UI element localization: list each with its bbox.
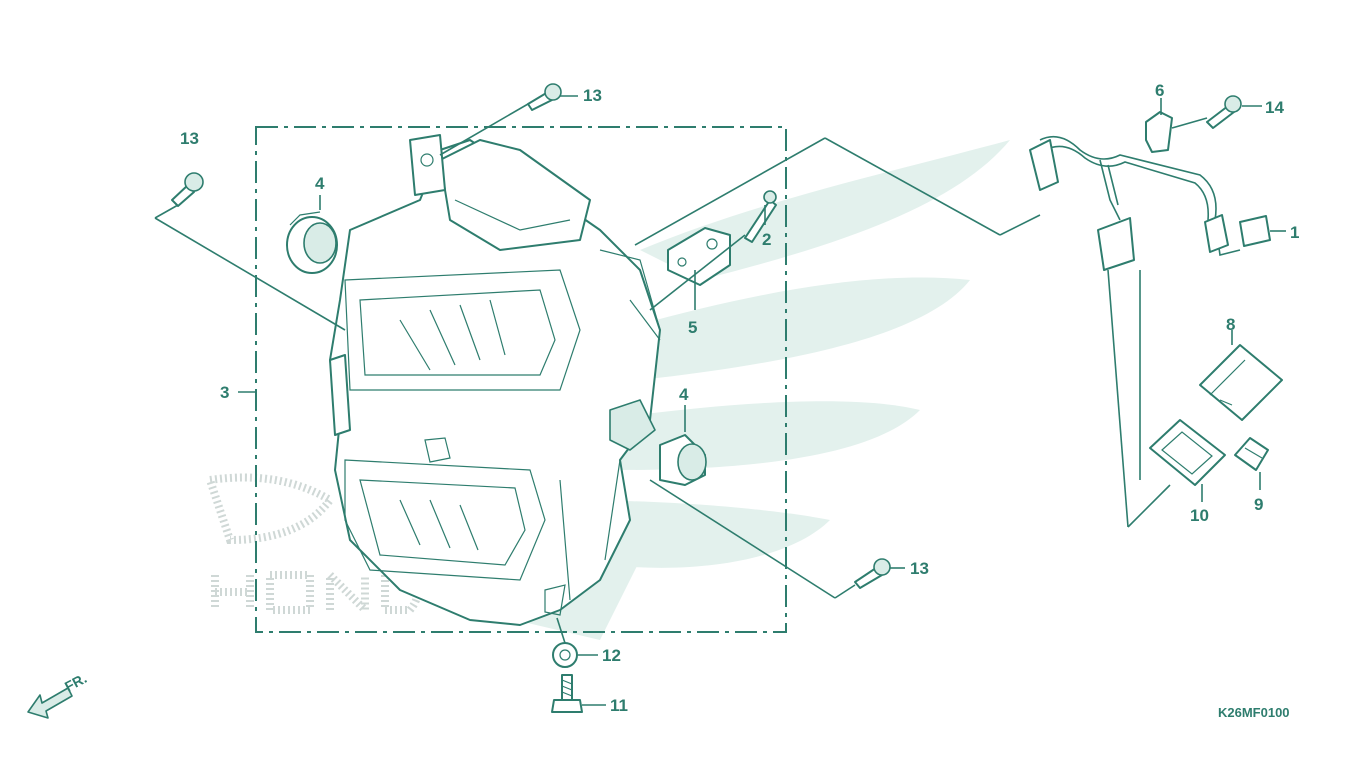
screw-13-right: [854, 558, 891, 589]
callout-4-upper: 4: [315, 174, 325, 193]
callout-14: 14: [1265, 98, 1284, 117]
callout-6: 6: [1155, 81, 1164, 100]
screw-13-top: [527, 83, 562, 111]
headlight-unit: [329, 134, 661, 626]
front-arrow-icon: [27, 687, 73, 719]
callout-5: 5: [688, 318, 697, 337]
callout-13-left: 13: [180, 129, 199, 148]
nut-12: [552, 642, 578, 668]
diagram-code: K26MF0100: [1218, 705, 1290, 720]
callout-9: 9: [1254, 495, 1263, 514]
front-direction-indicator: FR.: [27, 670, 89, 719]
callout-12: 12: [602, 646, 621, 665]
callout-10: 10: [1190, 506, 1209, 525]
callout-2: 2: [762, 230, 771, 249]
grommet-upper: [286, 211, 338, 274]
callout-13-right: 13: [910, 559, 929, 578]
grommet-lower: [659, 434, 707, 486]
screw-13-left: [171, 172, 204, 207]
screw-2: [744, 190, 777, 243]
callout-11: 11: [610, 696, 628, 715]
callout-13-top: 13: [583, 86, 602, 105]
bracket: [667, 227, 731, 286]
leader-lines: [154, 95, 1286, 706]
callout-4-lower: 4: [679, 385, 689, 404]
harness-clamp: [1145, 111, 1173, 153]
screw-14: [1206, 95, 1242, 129]
relay-unit: [1199, 344, 1283, 421]
callout-1: 1: [1290, 223, 1299, 242]
bolt-11: [551, 674, 583, 713]
socket-cover: [1149, 419, 1226, 486]
assembly-boundary-box: [255, 126, 787, 633]
callout-3: 3: [220, 383, 229, 402]
callout-8: 8: [1226, 315, 1235, 334]
fuse-part: [1234, 437, 1269, 471]
honda-text-watermark: [204, 473, 422, 620]
wire-harness: [1029, 135, 1271, 271]
